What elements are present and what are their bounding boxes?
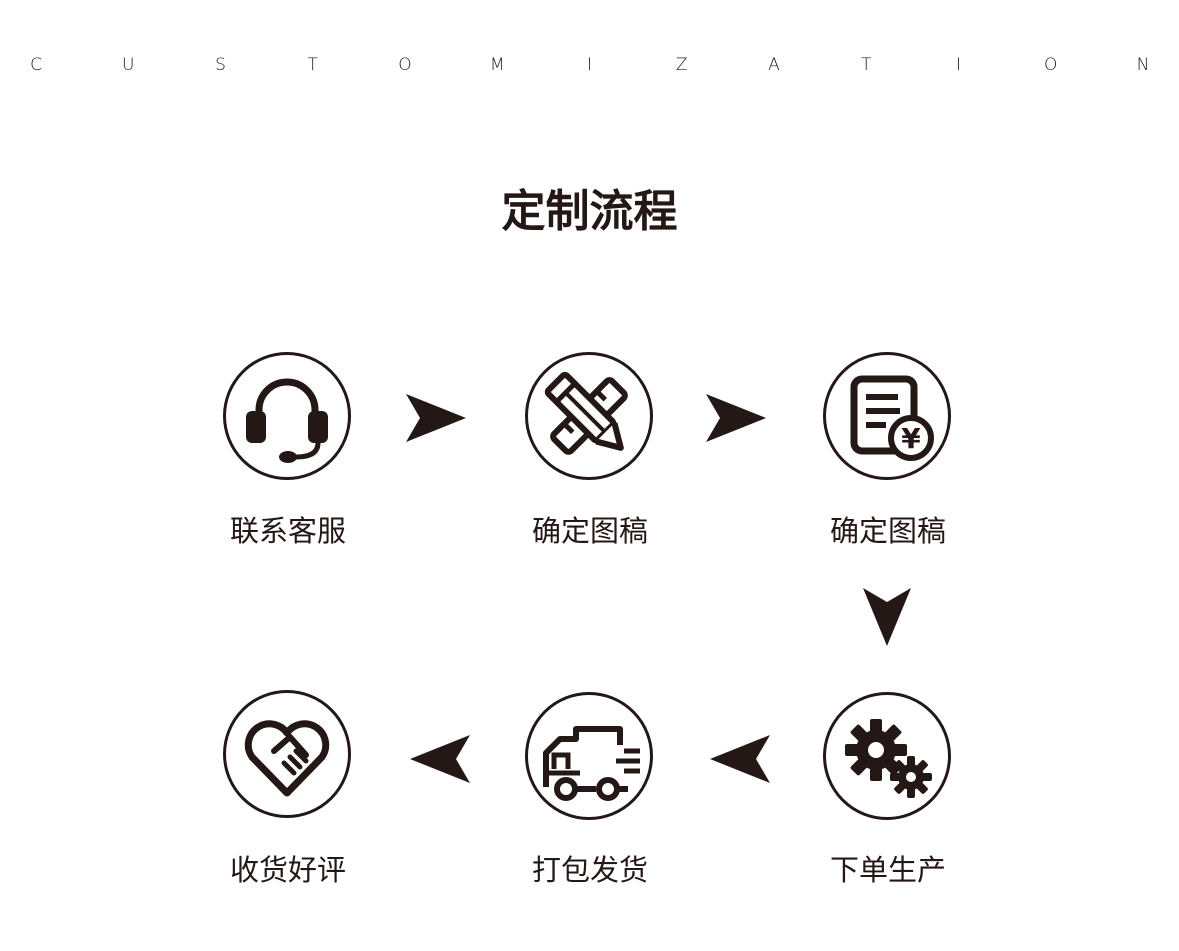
invoice-yen-icon: ¥ (850, 375, 934, 461)
step-review-label: 收货好评 (229, 853, 346, 887)
banner-letter: Z (675, 55, 688, 75)
step-review-circle (223, 690, 351, 818)
arrow-right-icon (706, 394, 766, 442)
truck-icon (543, 726, 640, 801)
banner-letter: I (955, 55, 961, 75)
banner-letter: N (1136, 55, 1150, 75)
step-quote-label: 确定图稿 (829, 514, 946, 548)
handshake-heart-icon (244, 720, 330, 797)
step-ship-circle (525, 692, 653, 820)
yen-symbol: ¥ (901, 422, 921, 455)
arrow-right-icon (406, 394, 466, 442)
pencil-ruler-icon (544, 371, 628, 455)
banner-letter: A (768, 55, 780, 75)
step-ship-label: 打包发货 (531, 853, 648, 887)
arrow-left-icon (410, 735, 470, 783)
banner-letter: O (1044, 55, 1058, 75)
step-produce-label: 下单生产 (829, 853, 946, 887)
banner-letter: U (122, 55, 135, 75)
step-design-circle (525, 352, 653, 480)
banner-letter: T (861, 55, 872, 75)
step-design-label: 确定图稿 (531, 514, 648, 548)
banner-letter: S (215, 55, 226, 75)
banner-letter: O (398, 55, 412, 75)
banner-letter: I (586, 55, 592, 75)
banner-letter: M (489, 55, 505, 75)
step-quote-circle: ¥ (823, 352, 951, 480)
banner-letter: T (307, 55, 318, 75)
page-title: 定制流程 (501, 186, 678, 237)
step-produce-circle (823, 692, 951, 820)
gears-icon (845, 719, 932, 798)
headset-icon (246, 378, 328, 463)
arrow-down-icon (863, 588, 911, 646)
step-contact-circle (223, 352, 351, 480)
step-contact-label: 联系客服 (229, 514, 346, 548)
arrow-left-icon (710, 735, 770, 783)
customization-banner: C U S T O M I Z A T I O N (27, 53, 1152, 77)
banner-letter: C (30, 55, 42, 75)
